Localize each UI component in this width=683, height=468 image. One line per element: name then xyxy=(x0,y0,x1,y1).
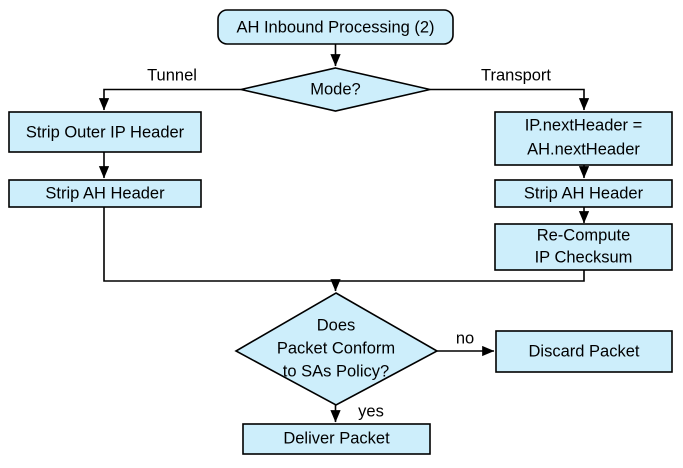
node-deliver-packet-shape xyxy=(242,423,431,455)
node-strip-outer-ip-header-label: Strip Outer IP Header xyxy=(26,123,185,141)
node-discard-packet-label: Discard Packet xyxy=(529,342,640,360)
node-strip-outer-ip-header-shape xyxy=(8,111,202,153)
node-strip-ah-header-tunnel-label: Strip AH Header xyxy=(45,184,165,202)
node-ip-next-header[interactable]: IP.nextHeader = AH.nextHeader xyxy=(494,111,673,166)
node-conform-decision-label-line2: Packet Conform xyxy=(277,339,395,357)
node-recompute-ip-checksum-shape xyxy=(494,223,673,271)
node-strip-ah-header-tunnel-shape xyxy=(8,179,202,208)
edge-label-yes: yes xyxy=(358,402,384,420)
node-conform-decision-shape xyxy=(234,292,439,406)
node-start[interactable]: AH Inbound Processing (2) xyxy=(217,9,454,45)
node-conform-decision-label-line1: Does xyxy=(317,316,356,334)
node-recompute-ip-checksum-label-line2: IP Checksum xyxy=(535,248,633,266)
edge-label-transport: Transport xyxy=(481,66,551,84)
node-conform-decision-label-line3: to SAs Policy? xyxy=(283,362,389,380)
edge-mode-to-tunnel xyxy=(98,88,241,111)
node-mode-decision[interactable]: Mode? xyxy=(240,67,431,112)
node-ip-next-header-shape xyxy=(494,111,673,166)
node-discard-packet-shape xyxy=(495,330,673,373)
edge-tunnel-to-merge xyxy=(103,207,336,282)
edge-transport-to-merge xyxy=(335,270,585,282)
node-recompute-ip-checksum[interactable]: Re-Compute IP Checksum xyxy=(494,223,673,271)
node-ip-next-header-label-line2: AH.nextHeader xyxy=(527,140,640,158)
edge-mode-to-transport xyxy=(430,88,590,111)
node-mode-decision-label: Mode? xyxy=(310,80,360,98)
node-strip-ah-header-transport-label: Strip AH Header xyxy=(524,184,644,202)
node-mode-decision-shape xyxy=(240,67,431,112)
node-strip-outer-ip-header[interactable]: Strip Outer IP Header xyxy=(8,111,202,153)
node-strip-ah-header-transport[interactable]: Strip AH Header xyxy=(494,179,673,208)
node-recompute-ip-checksum-label-line1: Re-Compute xyxy=(537,226,631,244)
node-strip-ah-header-tunnel[interactable]: Strip AH Header xyxy=(8,179,202,208)
node-conform-decision[interactable]: Does Packet Conform to SAs Policy? xyxy=(234,292,439,406)
node-deliver-packet[interactable]: Deliver Packet xyxy=(242,423,431,455)
node-ip-next-header-label-line1: IP.nextHeader = xyxy=(525,116,643,134)
connectors xyxy=(98,44,590,423)
edge-label-tunnel: Tunnel xyxy=(147,66,197,84)
edge-label-no: no xyxy=(456,329,474,347)
node-start-label: AH Inbound Processing (2) xyxy=(236,18,434,36)
node-start-shape xyxy=(217,9,454,45)
node-strip-ah-header-transport-shape xyxy=(494,179,673,208)
node-deliver-packet-label: Deliver Packet xyxy=(283,429,390,447)
node-discard-packet[interactable]: Discard Packet xyxy=(495,330,673,373)
